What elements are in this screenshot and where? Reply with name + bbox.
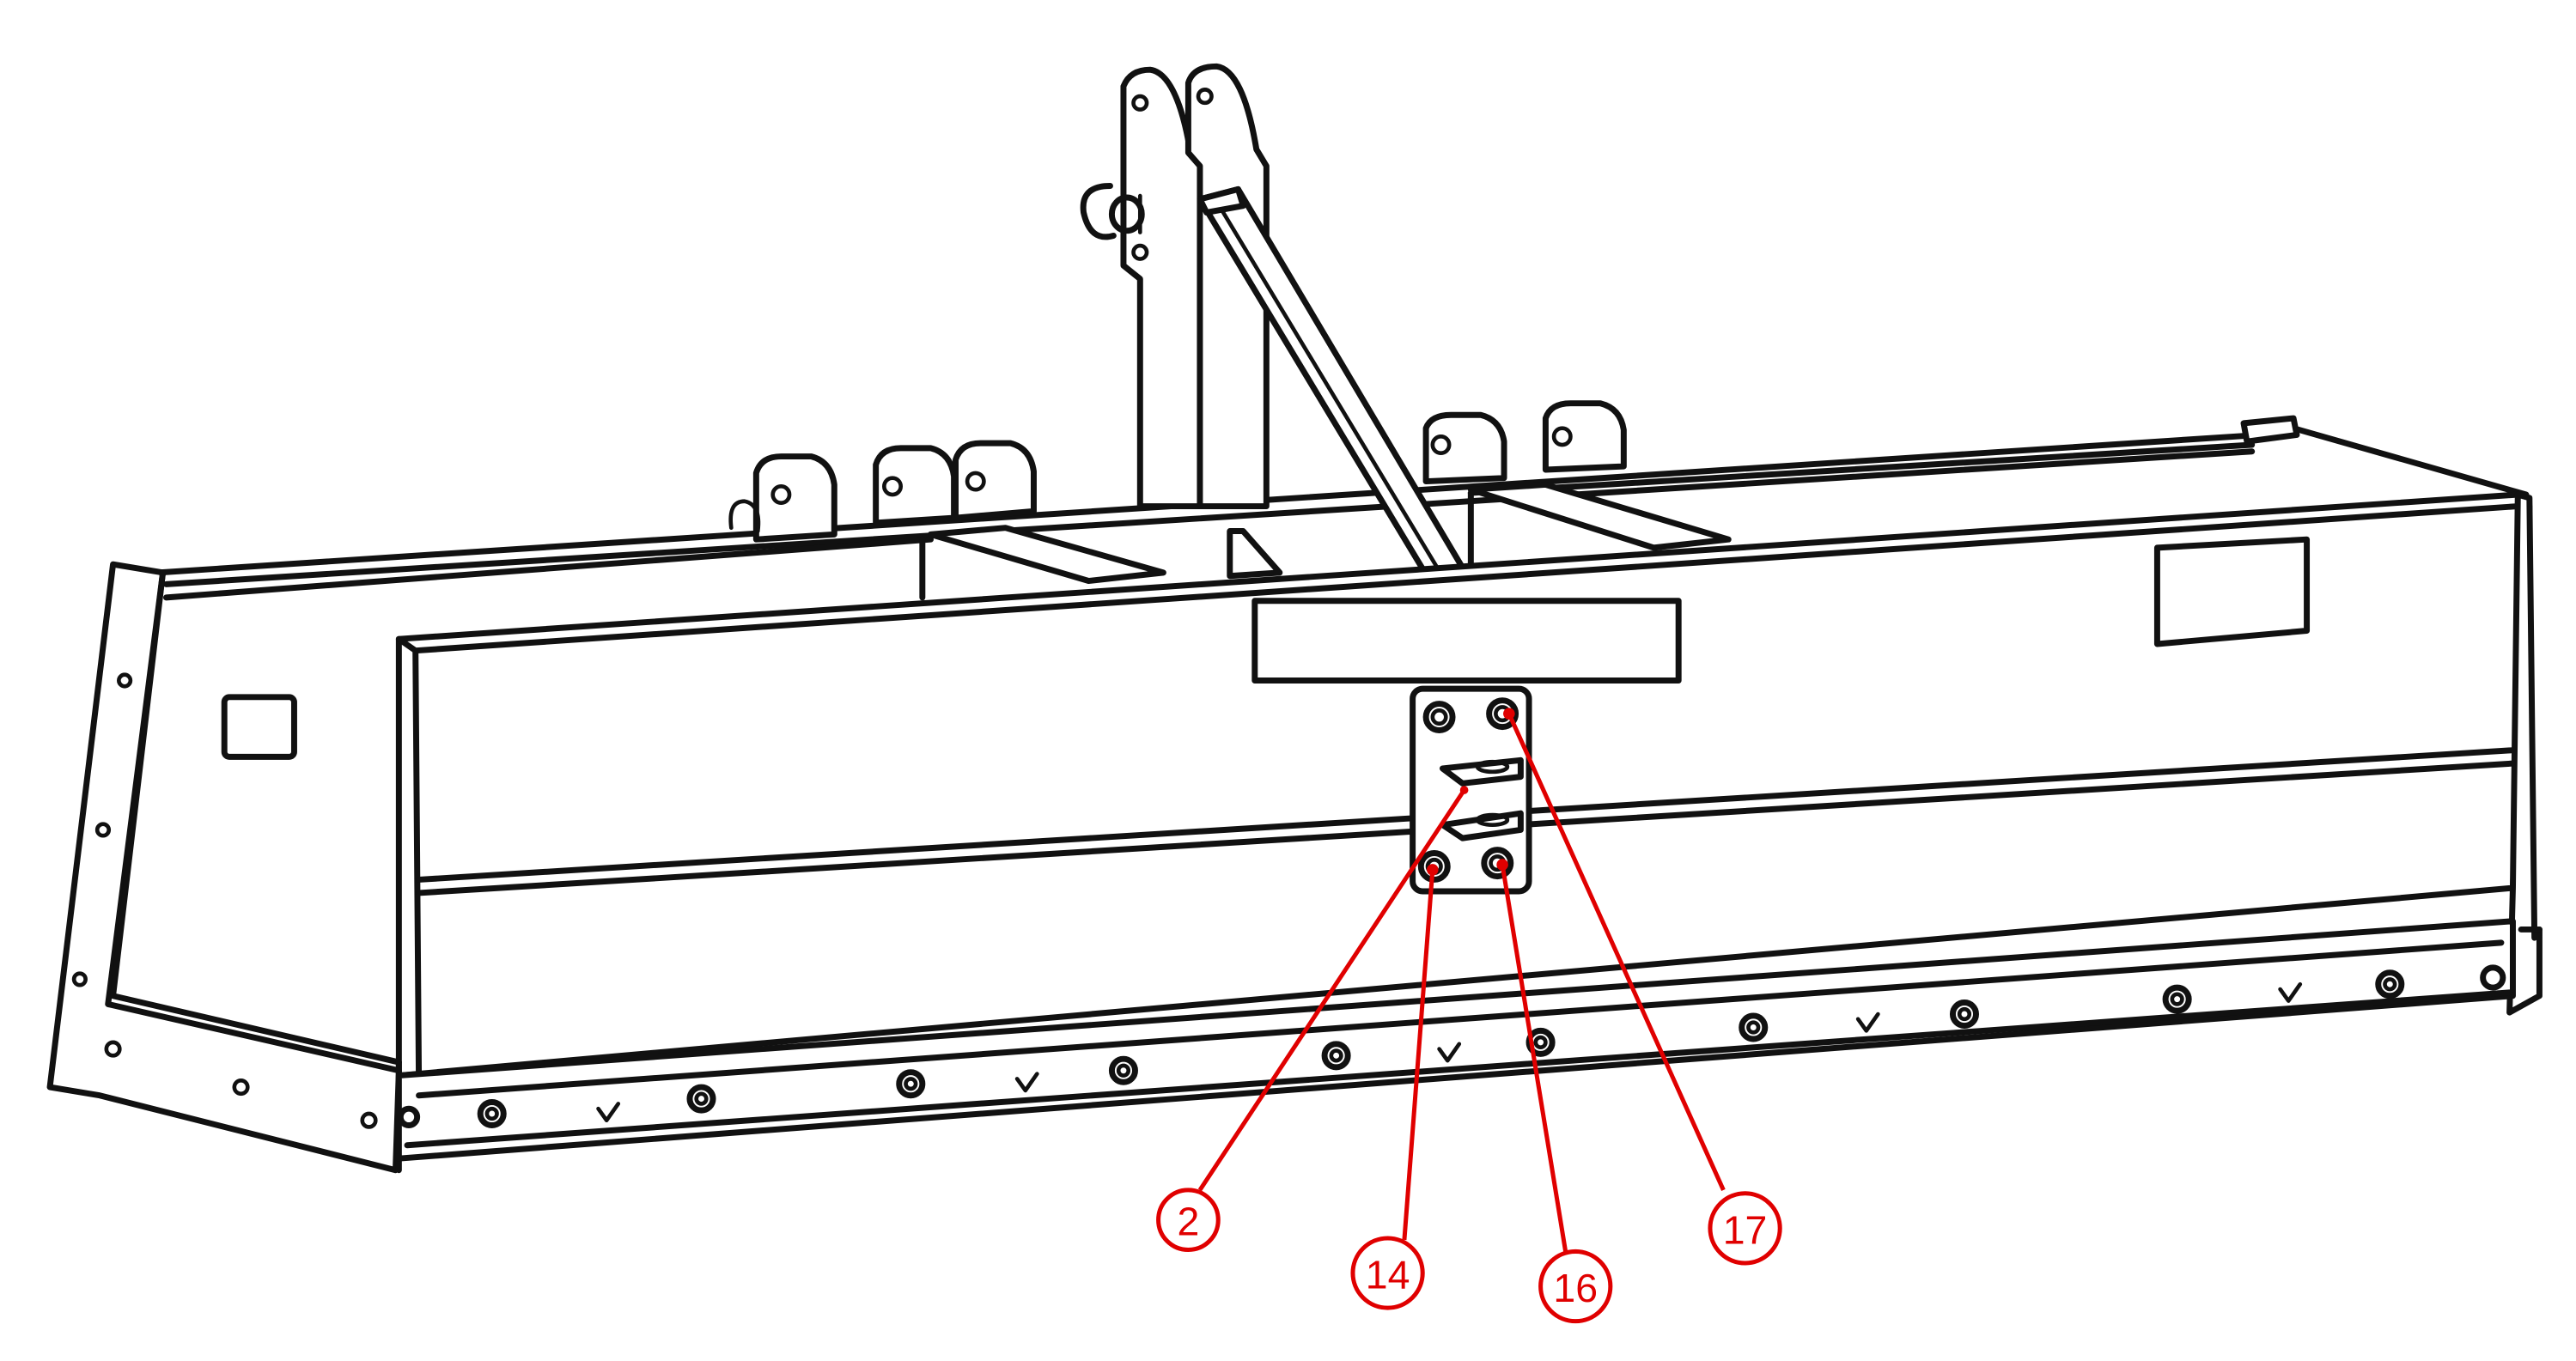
lower-hitch-lug-left-3 [953, 440, 1037, 521]
leader-line-17 [1507, 713, 1726, 1191]
rear-frame [155, 415, 2530, 601]
blade-bolt [1321, 1041, 1351, 1071]
blade-bolt [2162, 984, 2192, 1014]
lower-hitch-lug-left-2 [873, 445, 958, 526]
svg-text:2: 2 [1177, 1200, 1199, 1244]
blade-bolt [896, 1069, 926, 1099]
leader-line-14 [1402, 869, 1435, 1241]
blade-bolt [2375, 969, 2405, 999]
callout-14: 14 [1350, 1236, 1425, 1310]
callout-17: 17 [1708, 1191, 1782, 1266]
svg-text:17: 17 [1723, 1207, 1768, 1252]
cutting-edge-blade [395, 918, 2516, 1162]
blade-bolt [1108, 1055, 1138, 1085]
lower-hitch-lug-right-2 [1542, 400, 1627, 473]
blade-bolt [686, 1084, 716, 1114]
bracket-bolt-top-left [1422, 701, 1456, 733]
centre-divider [1227, 528, 1283, 580]
lower-hitch-lug-right-1 [1422, 411, 1507, 485]
left-end-plate [46, 561, 402, 1174]
blade-bolt [1526, 1027, 1556, 1057]
right-end-plate [2506, 491, 2543, 1016]
svg-text:16: 16 [1553, 1266, 1598, 1310]
blade-bolt [1949, 999, 1980, 1030]
lower-hitch-lug-left-1 [728, 453, 837, 543]
leader-line-2 [1197, 788, 1466, 1192]
callout-2: 2 [1156, 1188, 1221, 1253]
blade-gussets [596, 981, 2303, 1123]
leader-line-16 [1500, 864, 1568, 1252]
callout-16: 16 [1538, 1249, 1613, 1324]
blade-bolt [477, 1098, 507, 1129]
blade-bolts [397, 964, 2506, 1129]
blade-bolt [1739, 1012, 1769, 1042]
blade-bolt [397, 1105, 421, 1129]
top-mast [1080, 63, 1270, 510]
leader-lines [1197, 708, 1726, 1252]
blade-bolt [2480, 964, 2506, 991]
svg-text:14: 14 [1366, 1253, 1410, 1297]
